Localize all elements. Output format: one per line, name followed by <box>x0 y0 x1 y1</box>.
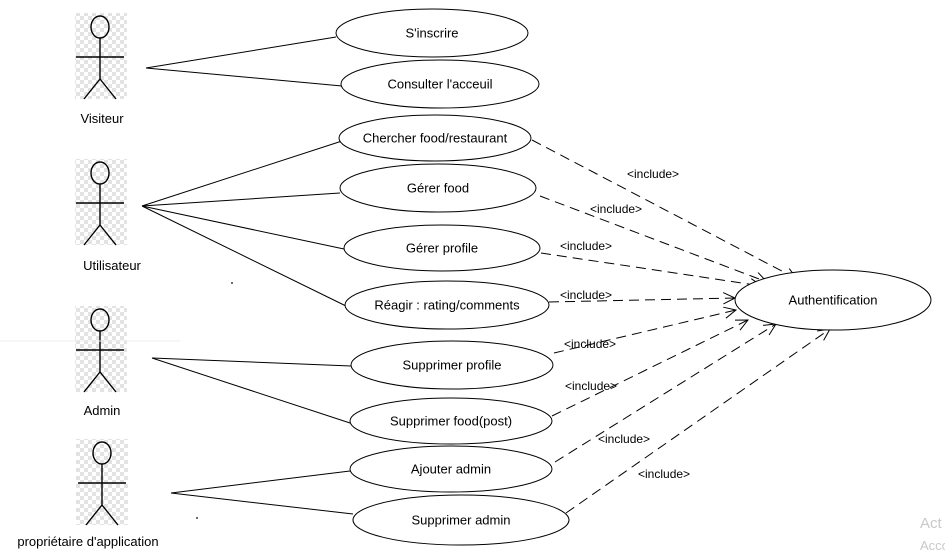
use-case-suppr_food: Supprimer food(post) <box>349 397 553 445</box>
include-line-gerer_profile <box>540 252 763 287</box>
use-case-ellipse <box>350 340 554 390</box>
actor-admin: Admin <box>75 306 127 418</box>
association-line-proprietaire-ajouter_admin <box>170 470 351 494</box>
use-case-ellipse <box>349 397 553 445</box>
include-label-ajouter_admin: <include> <box>598 432 650 446</box>
include-line-ajouter_admin <box>554 323 777 463</box>
association-line-admin-suppr_food <box>151 357 351 424</box>
include-line-suppr_admin <box>565 328 831 514</box>
use-case-consulter: Consulter l'acceuil <box>340 59 540 109</box>
use-case-reagir: Réagir : rating/comments <box>344 280 550 330</box>
association-line-proprietaire-suppr_admin <box>170 492 354 515</box>
actor-visiteur: Visiteur <box>75 13 127 126</box>
associations-layer <box>141 36 354 515</box>
use-case-label-consulter: Consulter l'acceuil <box>387 76 492 91</box>
include-line-gerer_food <box>539 195 768 283</box>
use-case-label-ajouter_admin: Ajouter admin <box>411 461 491 476</box>
include-label-reagir: <include> <box>560 288 612 302</box>
use-case-label-suppr_food: Supprimer food(post) <box>390 413 512 428</box>
stick-figure-icon <box>76 308 124 393</box>
actor-proprietaire: propriétaire d'application <box>17 439 159 549</box>
use-case-label-reagir: Réagir : rating/comments <box>374 297 520 312</box>
use-case-ellipse <box>335 8 529 58</box>
include-line-suppr_food <box>551 319 749 417</box>
use-case-label-inscrire: S'inscrire <box>405 25 458 40</box>
include-label-gerer_profile: <include> <box>560 239 612 253</box>
use-case-suppr_admin: Supprimer admin <box>352 494 570 546</box>
actor-background <box>75 13 127 99</box>
include-label-suppr_admin: <include> <box>638 467 690 481</box>
association-line-utilisateur-chercher <box>141 140 343 207</box>
include-arrowhead-suppr_food <box>734 319 750 331</box>
actor-background <box>75 306 127 392</box>
actor-label-proprietaire: propriétaire d'application <box>17 534 158 549</box>
use-case-ellipse <box>734 269 932 331</box>
include-label-suppr_profile: <include> <box>564 337 616 351</box>
stray-dot <box>196 517 198 519</box>
use-case-label-suppr_profile: Supprimer profile <box>403 357 502 372</box>
use-case-label-gerer_profile: Gérer profile <box>406 240 478 255</box>
use-case-ellipse <box>343 224 541 272</box>
include-arrowhead-suppr_profile <box>723 306 738 319</box>
watermark-line-1: Act <box>920 515 943 532</box>
association-line-utilisateur-gerer_profile <box>141 205 345 250</box>
use-case-ajouter_admin: Ajouter admin <box>349 445 553 493</box>
use-case-auth: Authentification <box>734 269 932 331</box>
stick-figure-icon <box>76 161 124 246</box>
actor-label-utilisateur: Utilisateur <box>83 258 141 273</box>
stick-figure-icon <box>78 441 126 526</box>
use-case-ellipse <box>344 280 550 330</box>
use-case-ellipse <box>339 163 537 213</box>
use-case-ellipse <box>352 494 570 546</box>
include-label-chercher: <include> <box>627 167 679 181</box>
include-labels-layer: <include> <include> <include> <include> <inc… <box>560 167 690 481</box>
actor-background <box>75 159 127 245</box>
use-case-gerer_profile: Gérer profile <box>343 224 541 272</box>
association-line-utilisateur-reagir <box>141 205 347 307</box>
use-case-ellipse <box>338 114 532 162</box>
stray-dot <box>231 282 233 284</box>
use-case-suppr_profile: Supprimer profile <box>350 340 554 390</box>
actor-utilisateur: Utilisateur <box>75 159 142 273</box>
use-case-ellipse <box>340 59 540 109</box>
association-line-admin-suppr_profile <box>151 357 352 367</box>
include-label-suppr_food: <include> <box>565 379 617 393</box>
use-case-ellipse <box>349 445 553 493</box>
include-label-gerer_food: <include> <box>590 202 642 216</box>
association-line-visiteur-inscrire <box>145 36 337 69</box>
use-case-label-chercher: Chercher food/restaurant <box>363 130 508 145</box>
association-line-utilisateur-gerer_food <box>141 192 341 207</box>
use-case-inscrire: S'inscrire <box>335 8 529 58</box>
use-case-label-suppr_admin: Supprimer admin <box>412 512 511 527</box>
include-dependencies-layer <box>531 139 831 514</box>
use-case-label-auth: Authentification <box>789 292 878 307</box>
use-case-gerer_food: Gérer food <box>339 163 537 213</box>
include-line-chercher <box>531 139 798 280</box>
actor-label-visiteur: Visiteur <box>80 111 124 126</box>
watermark-line-2: Acco <box>920 538 945 553</box>
use-case-label-gerer_food: Gérer food <box>407 180 469 195</box>
include-arrowhead-suppr_admin <box>817 328 831 341</box>
association-line-visiteur-consulter <box>145 67 343 87</box>
use-case-chercher: Chercher food/restaurant <box>338 114 532 162</box>
actor-label-admin: Admin <box>84 403 121 418</box>
stick-figure-icon <box>76 15 124 100</box>
